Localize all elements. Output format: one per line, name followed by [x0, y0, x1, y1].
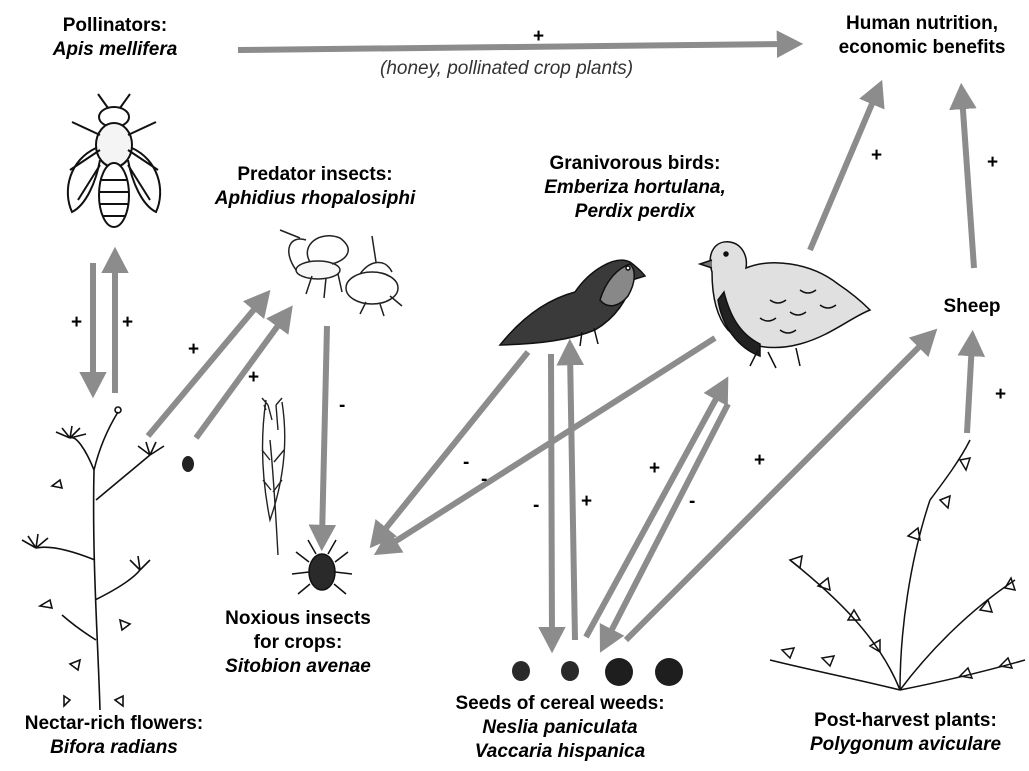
arrow-birds-to-human	[810, 92, 877, 250]
arrow-bunting-to-seeds	[551, 354, 552, 640]
seeds-species-line2: Vaccaria hispanica	[425, 740, 695, 764]
noxious-title-line1: Noxious insects	[198, 607, 398, 631]
flowers-title: Nectar-rich flowers:	[0, 712, 228, 736]
pollinators-species: Apis mellifera	[20, 38, 210, 62]
sign-flowers-to-bee: +	[122, 313, 133, 332]
arrow-bunting-to-noxious	[378, 352, 528, 538]
seeds-label: Seeds of cereal weeds: Neslia paniculata…	[425, 692, 695, 764]
bunting-illustration	[500, 260, 645, 346]
birds-label: Granivorous birds: Emberiza hortulana, P…	[505, 152, 765, 224]
seed-neslia-1	[512, 661, 530, 681]
posthar-label: Post-harvest plants: Polygonum aviculare	[782, 709, 1029, 757]
arrow-seeds-to-partridge	[586, 388, 722, 637]
seeds-title: Seeds of cereal weeds:	[425, 692, 695, 716]
pollinators-title: Pollinators:	[20, 14, 210, 38]
seeds-species-line1: Neslia paniculata	[425, 716, 695, 740]
sheep-label: Sheep	[930, 295, 1014, 319]
sign-seeds-sheep: +	[754, 451, 765, 470]
sign-predators-noxious: -	[339, 396, 345, 415]
partridge-illustration	[700, 242, 870, 368]
sign-seeds-bunting: +	[581, 492, 592, 511]
sign-bee-to-flowers: +	[71, 313, 82, 332]
arrow-predators-to-noxious	[322, 326, 327, 538]
sign-flowers-predators-b: +	[248, 368, 259, 387]
flowers-label: Nectar-rich flowers: Bifora radians	[0, 712, 228, 760]
honey-note: (honey, pollinated crop plants)	[380, 58, 633, 80]
posthar-species: Polygonum aviculare	[782, 733, 1029, 757]
noxious-label: Noxious insects for crops: Sitobion aven…	[198, 607, 398, 679]
sign-bunting-seeds: -	[533, 496, 539, 515]
sign-posthar-sheep: +	[995, 385, 1006, 404]
predators-title: Predator insects:	[185, 163, 445, 187]
noxious-title-line2: for crops:	[198, 631, 398, 655]
arrow-seeds-to-sheep	[626, 338, 928, 640]
sign-pollinators-human: +	[533, 27, 544, 46]
predators-label: Predator insects: Aphidius rhopalosiphi	[185, 163, 445, 211]
flowers-species: Bifora radians	[0, 736, 228, 760]
birds-title: Granivorous birds:	[505, 152, 765, 176]
sign-partridge-noxious: -	[481, 470, 487, 489]
arrow-pollinators-to-human	[238, 44, 790, 50]
sign-bunting-noxious: -	[463, 453, 469, 472]
small-aphid-icon	[182, 456, 194, 472]
sign-birds-human: +	[871, 146, 882, 165]
arrow-sheep-to-human	[962, 96, 974, 268]
pollinators-label: Pollinators: Apis mellifera	[20, 14, 210, 62]
seed-vaccaria-2	[655, 658, 683, 686]
birds-species-line2: Perdix perdix	[505, 200, 765, 224]
sign-seeds-partridge: +	[649, 459, 660, 478]
honeybee-illustration	[68, 94, 160, 227]
sheep-title: Sheep	[930, 295, 1014, 319]
sign-sheep-human: +	[987, 153, 998, 172]
wheat-ear-illustration	[262, 398, 285, 555]
noxious-species: Sitobion avenae	[198, 655, 398, 679]
predators-species: Aphidius rhopalosiphi	[185, 187, 445, 211]
human-title-line2: economic benefits	[815, 36, 1029, 60]
human-title-line1: Human nutrition,	[815, 12, 1029, 36]
posthar-title: Post-harvest plants:	[782, 709, 1029, 733]
sign-partridge-seeds: -	[689, 492, 695, 511]
parasitoid-wasp-illustration	[280, 230, 402, 316]
knotgrass-plant-illustration	[770, 440, 1025, 690]
arrow-seeds-to-bunting	[570, 352, 575, 640]
seed-neslia-2	[561, 661, 579, 681]
sign-flowers-predators-a: +	[188, 340, 199, 359]
birds-species-line1: Emberiza hortulana,	[505, 176, 765, 200]
arrow-posthar-to-sheep	[967, 343, 972, 433]
umbellifer-plant-illustration	[22, 407, 164, 710]
seeds-illustration	[512, 658, 683, 686]
arrow-partridge-to-seeds	[606, 404, 728, 641]
seed-vaccaria-1	[605, 658, 633, 686]
aphid-illustration	[292, 540, 352, 594]
human-label: Human nutrition, economic benefits	[815, 12, 1029, 60]
